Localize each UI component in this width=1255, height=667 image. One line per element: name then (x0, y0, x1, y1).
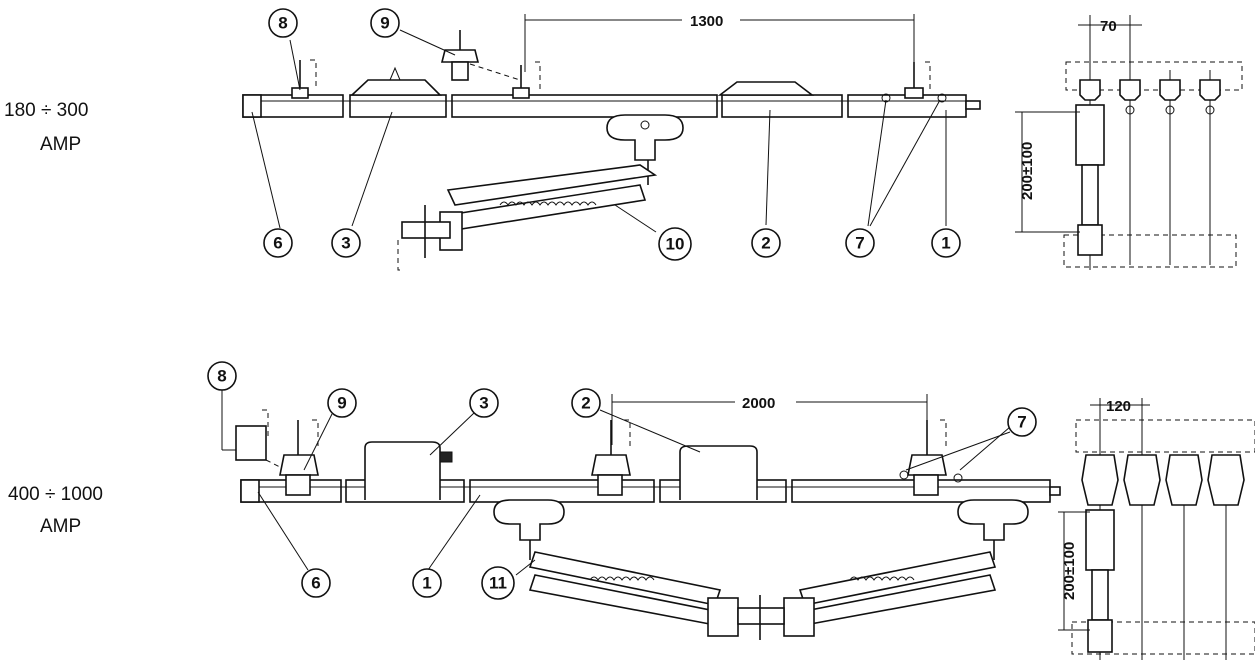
bottom-pitch-label: 120 (1106, 398, 1131, 415)
top-callout-6: 6 (263, 228, 293, 258)
top-rating-unit: AMP (40, 134, 81, 155)
bottom-callout-11: 11 (481, 566, 515, 600)
top-span-label: 1300 (690, 13, 723, 30)
top-rail (242, 94, 981, 118)
svg-text:6: 6 (273, 234, 282, 253)
svg-text:3: 3 (341, 234, 350, 253)
svg-text:2: 2 (761, 234, 770, 253)
bottom-callout-7: 7 (1007, 407, 1037, 437)
top-callout-3: 3 (331, 228, 361, 258)
svg-text:3: 3 (479, 394, 488, 413)
bottom-height-label: 200±100 (1061, 542, 1078, 600)
top-height-label: 200±100 (1019, 142, 1036, 200)
top-span-dimension: 1300 (524, 13, 915, 72)
top-pitch-label: 70 (1100, 18, 1117, 35)
top-collector-arm (397, 114, 684, 271)
svg-text:1: 1 (941, 234, 950, 253)
top-assembly: 180 ÷ 300 AMP (4, 8, 1243, 271)
svg-text:2: 2 (581, 394, 590, 413)
svg-text:1: 1 (422, 574, 431, 593)
svg-text:7: 7 (855, 234, 864, 253)
bottom-span-label: 2000 (742, 395, 775, 412)
top-callout-1: 1 (931, 228, 961, 258)
bottom-callout-8: 8 (207, 361, 237, 391)
top-callout-10: 10 (658, 227, 692, 261)
top-side-view: 70 200±100 (1015, 15, 1243, 270)
svg-text:8: 8 (217, 367, 226, 386)
top-leaders (251, 29, 947, 233)
svg-text:10: 10 (666, 235, 685, 254)
top-callout-8: 8 (268, 8, 298, 38)
svg-text:9: 9 (337, 394, 346, 413)
bottom-assembly: 400 ÷ 1000 AMP (8, 361, 1255, 660)
bottom-callout-6: 6 (301, 568, 331, 598)
bottom-callout-2: 2 (571, 388, 601, 418)
bottom-callout-9: 9 (327, 388, 357, 418)
bottom-joint-cover-3 (364, 441, 441, 500)
svg-text:8: 8 (278, 14, 287, 33)
top-joint-cover-2 (717, 81, 815, 96)
svg-text:11: 11 (489, 574, 507, 593)
bottom-span-dimension: 2000 (611, 394, 928, 445)
top-callout-7: 7 (845, 228, 875, 258)
bottom-side-view: 120 200±100 (1058, 398, 1255, 660)
top-callout-9: 9 (370, 8, 400, 38)
bottom-callout-1: 1 (412, 568, 442, 598)
bottom-collector-arms (493, 499, 1029, 640)
bottom-hanger-8 (221, 395, 291, 473)
svg-text:9: 9 (380, 14, 389, 33)
top-rating-range: 180 ÷ 300 (4, 100, 88, 121)
bottom-rating-range: 400 ÷ 1000 (8, 484, 103, 505)
bottom-joint-cover-2 (679, 445, 758, 500)
top-joint-cover-3 (349, 79, 442, 96)
top-callout-2: 2 (751, 228, 781, 258)
bottom-callout-3: 3 (469, 388, 499, 418)
bottom-rating-unit: AMP (40, 516, 81, 537)
bottom-leaders (221, 390, 1011, 576)
top-insulator (440, 30, 521, 81)
svg-text:6: 6 (311, 574, 320, 593)
svg-text:7: 7 (1017, 413, 1026, 432)
